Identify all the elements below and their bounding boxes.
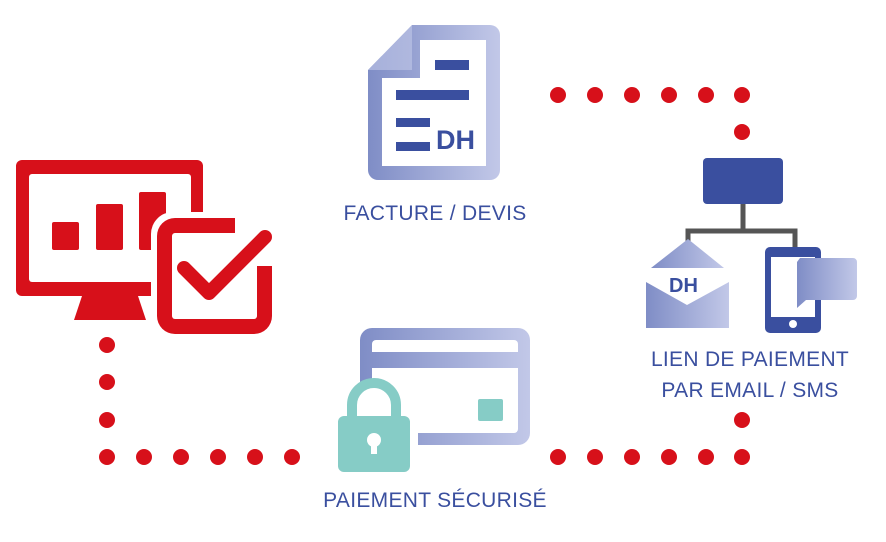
secure-payment-label: PAIEMENT SÉCURISÉ xyxy=(323,489,547,512)
dh-badge: DH xyxy=(436,125,475,155)
payment-link-label-line1: LIEN DE PAIEMENT xyxy=(650,348,850,371)
payment-link-label-line2: PAR EMAIL / SMS xyxy=(661,379,839,402)
invoice-label: FACTURE / DEVIS xyxy=(343,202,527,225)
monitor-check-icon xyxy=(16,160,278,340)
email-sms-icon: DH xyxy=(646,158,857,333)
card-lock-icon xyxy=(330,328,530,482)
dotted-connector xyxy=(99,87,750,465)
document-icon: DH xyxy=(368,25,500,180)
dh-badge: DH xyxy=(669,275,698,297)
